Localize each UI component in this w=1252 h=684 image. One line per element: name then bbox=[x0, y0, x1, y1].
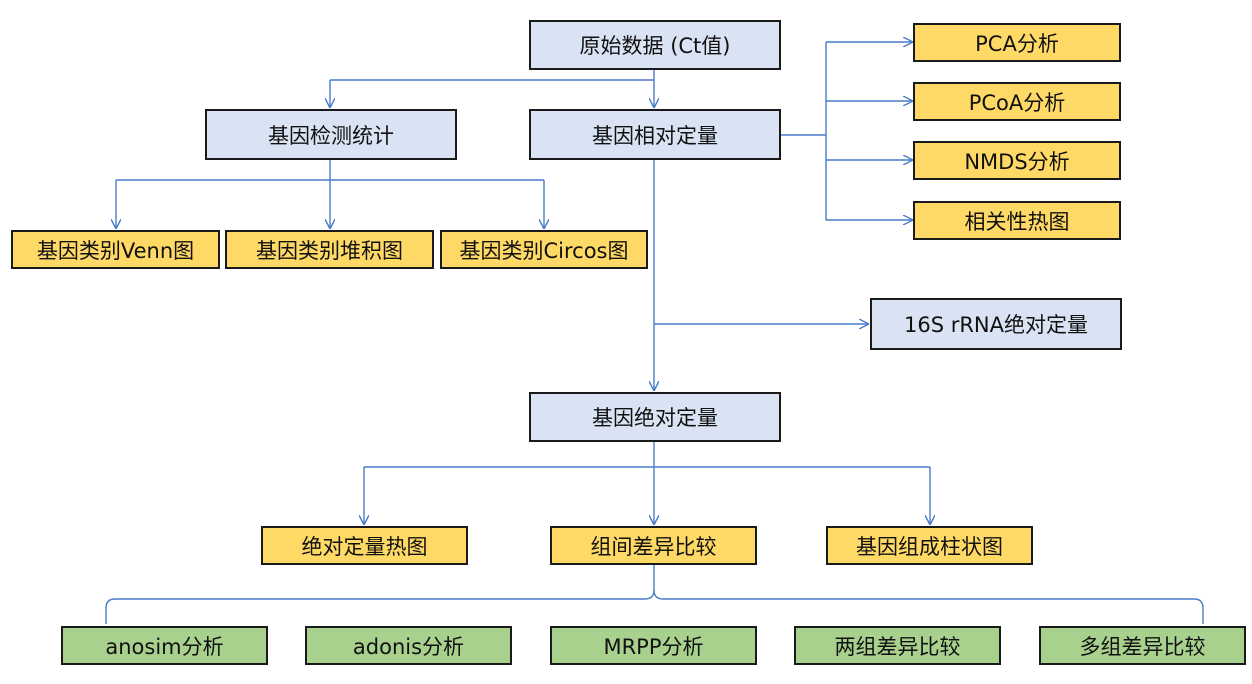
connector-relative-analyses bbox=[780, 42, 912, 220]
node-16s-absolute-quant: 16S rRNA绝对定量 bbox=[870, 298, 1122, 350]
node-adonis: adonis分析 bbox=[305, 626, 512, 665]
node-anosim: anosim分析 bbox=[61, 626, 268, 665]
node-group-difference: 组间差异比较 bbox=[550, 526, 757, 565]
node-composition-bar: 基因组成柱状图 bbox=[826, 526, 1033, 565]
node-pca: PCA分析 bbox=[913, 23, 1121, 62]
connector-relative-absolute bbox=[654, 160, 868, 390]
brace-group-diff bbox=[105, 565, 1204, 624]
node-category-stacked: 基因类别堆积图 bbox=[225, 230, 434, 269]
connector-absolute-outputs bbox=[364, 442, 930, 524]
node-mrpp: MRPP分析 bbox=[550, 626, 757, 665]
node-two-group-compare: 两组差异比较 bbox=[794, 626, 1001, 665]
node-multi-group-compare: 多组差异比较 bbox=[1039, 626, 1246, 665]
node-raw-data: 原始数据 (Ct值) bbox=[529, 20, 781, 70]
node-category-circos: 基因类别Circos图 bbox=[440, 230, 648, 269]
node-gene-relative-quant: 基因相对定量 bbox=[529, 109, 781, 160]
node-absolute-heatmap: 绝对定量热图 bbox=[261, 526, 468, 565]
node-gene-absolute-quant: 基因绝对定量 bbox=[529, 392, 781, 442]
node-category-venn: 基因类别Venn图 bbox=[11, 230, 220, 269]
node-gene-detection-stats: 基因检测统计 bbox=[205, 109, 457, 160]
connector-stats-categories bbox=[116, 160, 544, 228]
node-nmds: NMDS分析 bbox=[913, 141, 1121, 180]
node-correlation-heatmap: 相关性热图 bbox=[913, 201, 1121, 240]
connector-raw-split bbox=[330, 70, 654, 107]
node-pcoa: PCoA分析 bbox=[913, 82, 1121, 121]
